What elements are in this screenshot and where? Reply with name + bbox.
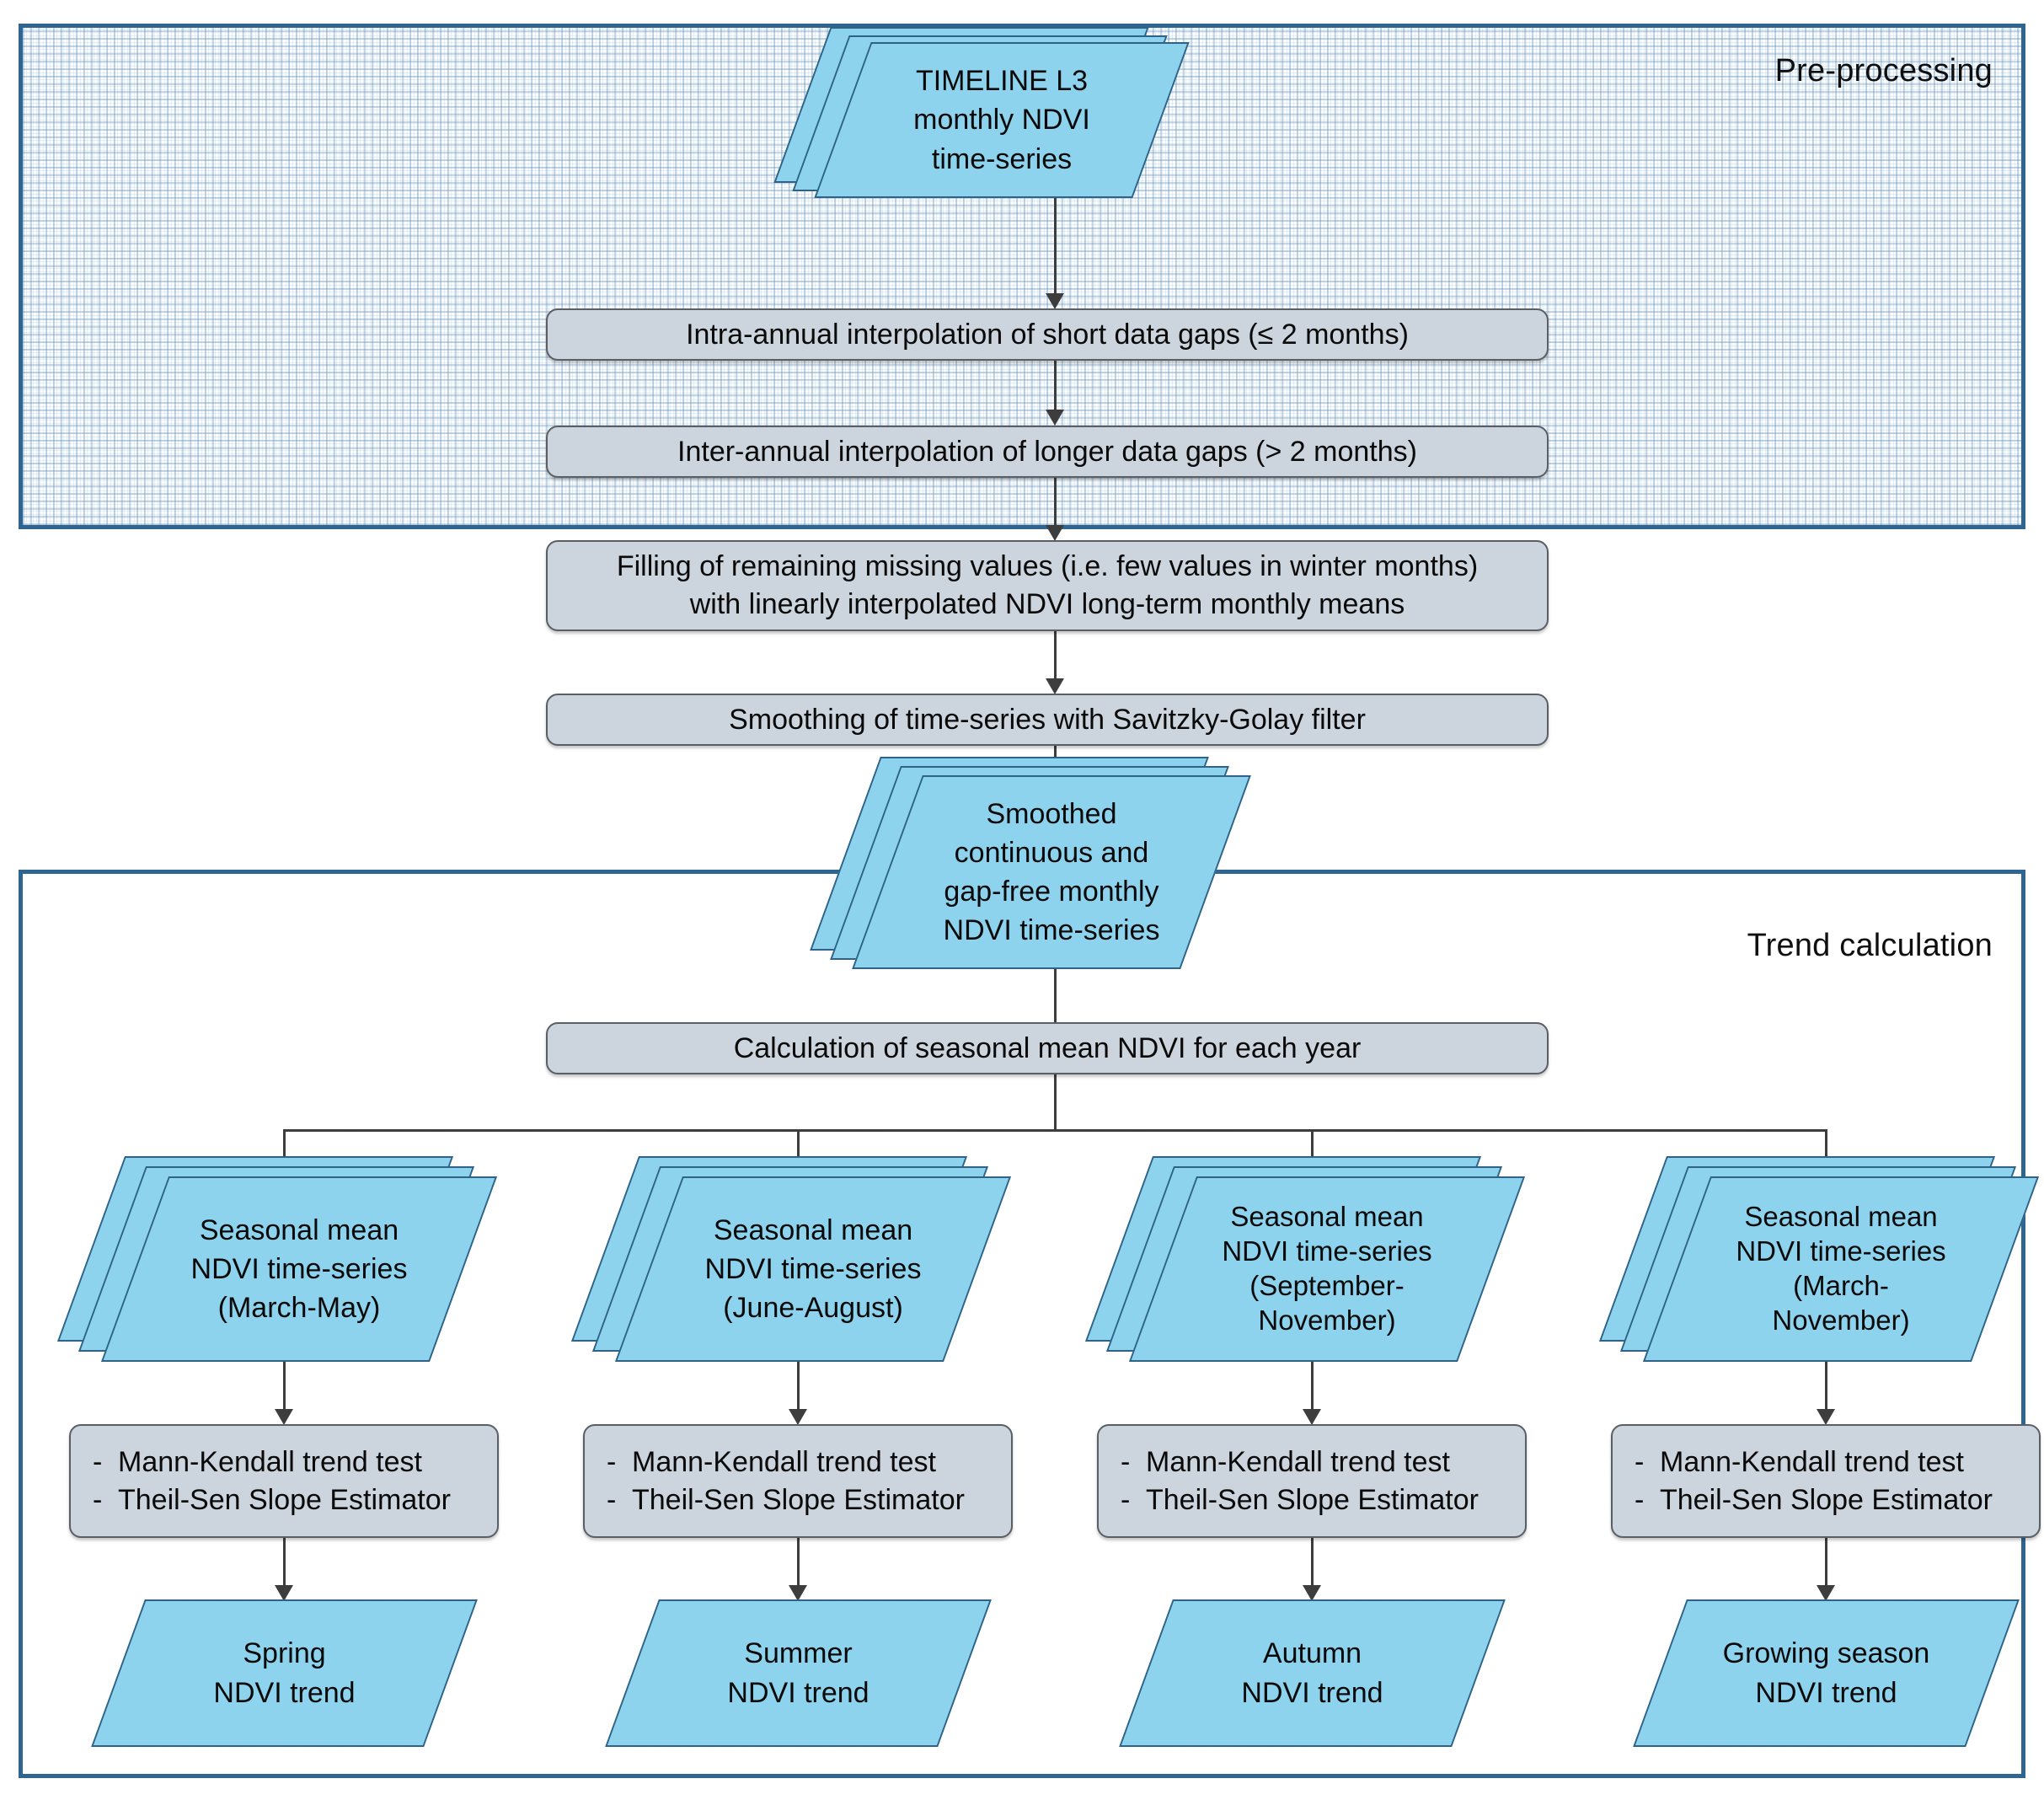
connector-source-to-step1 [1054,198,1057,295]
connector-branch-4-method-to-result [1825,1538,1827,1587]
branch-3-method-text-2: Theil-Sen Slope Estimator [1146,1483,1479,1516]
process-fill-missing-values[interactable]: Filling of remaining missing values (i.e… [546,540,1549,631]
branch-2-bullet-1: - [607,1445,617,1478]
branch-1-input-shape[interactable]: Seasonal mean NDVI time-series (March-Ma… [56,1156,498,1362]
branch-2-method-box[interactable]: -Mann-Kendall trend test -Theil-Sen Slop… [583,1424,1013,1538]
branch-2-sheet-front [614,1176,1012,1362]
branch-1-bullet-1: - [93,1445,103,1478]
arrowhead-step1 [1046,293,1064,309]
branch-3-method-box[interactable]: -Mann-Kendall trend test -Theil-Sen Slop… [1097,1424,1527,1538]
connector-branch-4-input-to-method [1825,1362,1827,1411]
arrowhead-step4 [1046,678,1064,694]
process-smoothing-text: Smoothing of time-series with Savitzky-G… [729,703,1366,736]
process-intra-annual-interpolation[interactable]: Intra-annual interpolation of short data… [546,308,1549,361]
branch-4-method-line-2: -Theil-Sen Slope Estimator [1635,1481,1993,1519]
branch-4-input-shape[interactable]: Seasonal mean NDVI time-series (March- N… [1598,1156,2040,1362]
arrowhead-branch-4-method [1817,1409,1835,1425]
branch-2-bullet-2: - [607,1483,617,1516]
process-seasonal-mean-text: Calculation of seasonal mean NDVI for ea… [733,1031,1362,1064]
connector-branch-2-drop [797,1129,800,1176]
connector-branch-3-input-to-method [1311,1362,1314,1411]
branch-1-method-text-1: Mann-Kendall trend test [118,1445,422,1478]
process-fill-line-1: Filling of remaining missing values (i.e… [616,550,1479,583]
branch-2-result-shape[interactable]: Summer NDVI trend [605,1599,992,1747]
branch-4-bullet-1: - [1635,1445,1645,1478]
arrowhead-step3 [1046,525,1064,541]
connector-branch-bus [283,1129,1827,1132]
process-fill-line-2: with linearly interpolated NDVI long-ter… [689,588,1405,620]
connector-branch-1-drop [283,1129,286,1176]
connector-branch-1-input-to-method [283,1362,286,1411]
connector-step1-to-step2 [1054,361,1057,411]
connector-branch-2-input-to-method [797,1362,800,1411]
branch-2-method-line-1: -Mann-Kendall trend test [607,1444,936,1481]
arrowhead-step2 [1046,410,1064,426]
branch-3-bullet-2: - [1121,1483,1131,1516]
connector-branch-3-drop [1311,1129,1314,1176]
connector-step3-to-step4 [1054,631,1057,680]
branch-2-method-line-2: -Theil-Sen Slope Estimator [607,1481,965,1519]
branch-4-method-line-1: -Mann-Kendall trend test [1635,1444,1964,1481]
branch-1-method-line-1: -Mann-Kendall trend test [93,1444,422,1481]
smoothed-sheet-front [852,775,1251,969]
arrowhead-branch-2-method [789,1409,807,1425]
branch-4-bullet-2: - [1635,1483,1645,1516]
connector-step2-to-step3 [1054,478,1057,527]
branch-4-method-box[interactable]: -Mann-Kendall trend test -Theil-Sen Slop… [1611,1424,2041,1538]
panel-preprocessing-title: Pre-processing [1774,53,1993,88]
branch-4-method-text-1: Mann-Kendall trend test [1660,1445,1964,1478]
branch-1-bullet-2: - [93,1483,103,1516]
branch-3-method-line-2: -Theil-Sen Slope Estimator [1121,1481,1479,1519]
branch-4-sheet-front [1642,1176,2040,1362]
branch-1-method-line-2: -Theil-Sen Slope Estimator [93,1481,451,1519]
branch-4-result-shape[interactable]: Growing season NDVI trend [1633,1599,2020,1747]
connector-branch-2-method-to-result [797,1538,800,1587]
branch-1-result-shape[interactable]: Spring NDVI trend [91,1599,478,1747]
process-intra-annual-text: Intra-annual interpolation of short data… [686,318,1409,351]
branch-3-result-sheet [1119,1599,1506,1747]
connector-output-to-seasonal-calc [1054,969,1057,1041]
branch-3-input-shape[interactable]: Seasonal mean NDVI time-series (Septembe… [1084,1156,1526,1362]
arrowhead-branch-4-result [1817,1585,1835,1601]
source-data-shape[interactable]: TIMELINE L3 monthly NDVI time-series [773,27,1196,198]
branch-3-bullet-1: - [1121,1445,1131,1478]
source-sheet-front [814,42,1190,198]
process-seasonal-mean-calculation[interactable]: Calculation of seasonal mean NDVI for ea… [546,1022,1549,1074]
branch-3-sheet-front [1128,1176,1526,1362]
panel-trend-calculation-title: Trend calculation [1747,928,1993,963]
arrowhead-branch-3-result [1303,1585,1321,1601]
arrowhead-branch-3-method [1303,1409,1321,1425]
process-inter-annual-interpolation[interactable]: Inter-annual interpolation of longer dat… [546,426,1549,478]
branch-1-method-text-2: Theil-Sen Slope Estimator [118,1483,451,1516]
branch-3-method-line-1: -Mann-Kendall trend test [1121,1444,1450,1481]
branch-2-result-sheet [605,1599,992,1747]
smoothed-output-data-shape[interactable]: Smoothed continuous and gap-free monthly… [810,757,1251,969]
branch-3-result-shape[interactable]: Autumn NDVI trend [1119,1599,1506,1747]
arrowhead-branch-2-result [789,1585,807,1601]
process-savitzky-golay-smoothing[interactable]: Smoothing of time-series with Savitzky-G… [546,694,1549,746]
connector-branch-3-method-to-result [1311,1538,1314,1587]
branch-2-method-text-2: Theil-Sen Slope Estimator [632,1483,965,1516]
arrowhead-branch-1-result [275,1585,293,1601]
branch-1-sheet-front [100,1176,498,1362]
branch-2-input-shape[interactable]: Seasonal mean NDVI time-series (June-Aug… [570,1156,1012,1362]
connector-branch-1-method-to-result [283,1538,286,1587]
connector-seasonal-calc-stem [1054,1074,1057,1131]
arrowhead-branch-1-method [275,1409,293,1425]
branch-4-result-sheet [1633,1599,2020,1747]
connector-branch-4-drop [1825,1129,1827,1176]
branch-2-method-text-1: Mann-Kendall trend test [632,1445,936,1478]
branch-1-result-sheet [91,1599,478,1747]
branch-3-method-text-1: Mann-Kendall trend test [1146,1445,1450,1478]
branch-4-method-text-2: Theil-Sen Slope Estimator [1660,1483,1993,1516]
process-inter-annual-text: Inter-annual interpolation of longer dat… [677,435,1417,468]
branch-1-method-box[interactable]: -Mann-Kendall trend test -Theil-Sen Slop… [69,1424,499,1538]
